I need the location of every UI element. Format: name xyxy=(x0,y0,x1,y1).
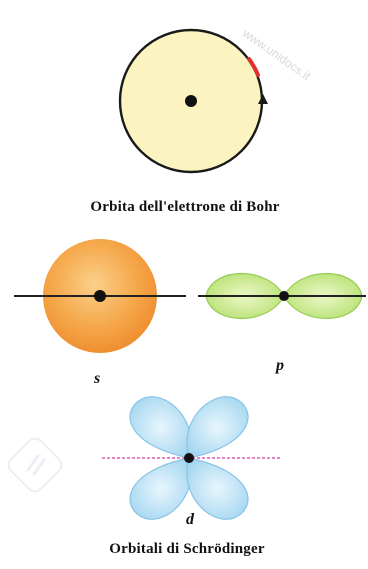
s-orbital xyxy=(14,239,186,353)
p-orbital-nucleus xyxy=(279,291,289,301)
d-orbital-lobe-lower-right xyxy=(186,457,249,520)
s-orbital-nucleus xyxy=(94,290,106,302)
bohr-model xyxy=(118,28,268,174)
d-orbital-nucleus xyxy=(184,453,194,463)
schrodinger-caption: Orbitali di Schrödinger xyxy=(109,541,265,557)
d-orbital-lobe-upper-left xyxy=(129,396,192,459)
p-orbital-label: p xyxy=(276,357,284,374)
d-orbital-lobe-lower-left xyxy=(129,457,192,520)
d-orbital-lobe-upper-right xyxy=(186,396,249,459)
watermark-logo xyxy=(7,437,63,493)
p-orbital xyxy=(198,273,366,319)
s-orbital-label: s xyxy=(94,370,101,387)
bohr-caption: Orbita dell'elettrone di Bohr xyxy=(90,199,280,215)
d-orbital xyxy=(102,396,280,520)
d-orbital-label: d xyxy=(186,511,194,528)
bohr-nucleus xyxy=(185,95,197,107)
electron-marker xyxy=(247,57,260,77)
orbit-direction-arrow xyxy=(258,94,268,104)
